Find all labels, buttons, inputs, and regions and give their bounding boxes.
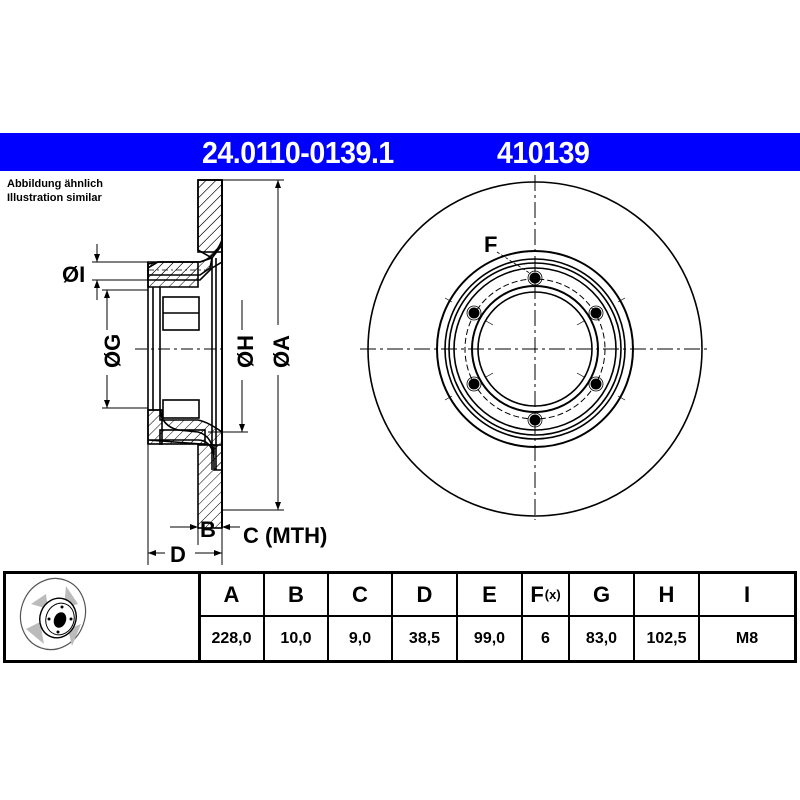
spec-table: A 228,0 B 10,0 C 9,0 D 38,5 E 99,0 F(x) … <box>3 571 797 663</box>
spec-column-B: B 10,0 <box>265 574 329 660</box>
short-part-number: 410139 <box>497 135 590 170</box>
part-number-banner: 24.0110-0139.1 410139 <box>0 133 800 171</box>
bolt-holes <box>466 270 604 428</box>
cross-section-view <box>92 179 284 565</box>
spec-value: 6 <box>541 629 550 647</box>
spec-header: H <box>635 574 698 617</box>
spec-column-I: I M8 <box>700 574 794 660</box>
spec-header: F(x) <box>523 574 568 617</box>
illustration-caption: Abbildung ähnlich Illustration similar <box>7 177 103 205</box>
brake-disc-thumbnail-icon <box>19 577 87 651</box>
label-dia-I: ØI <box>62 262 85 287</box>
label-dia-G: ØG <box>100 334 125 368</box>
spec-column-E: E 99,0 <box>458 574 523 660</box>
label-dia-H: ØH <box>233 335 258 368</box>
spec-column-F: F(x) 6 <box>523 574 570 660</box>
spec-value: 10,0 <box>280 629 312 647</box>
caption-german: Abbildung ähnlich <box>7 178 103 190</box>
part-number: 24.0110-0139.1 <box>202 135 394 170</box>
spec-column-H: H 102,5 <box>635 574 700 660</box>
spec-value: 102,5 <box>646 629 687 647</box>
label-B: B <box>200 517 216 542</box>
spec-value: 9,0 <box>348 629 372 647</box>
spec-header: G <box>570 574 633 617</box>
spec-value: 99,0 <box>473 629 506 647</box>
label-C-mth: C (MTH) <box>243 523 327 548</box>
bolt-hole-label-F: F <box>484 232 497 257</box>
spec-value: 38,5 <box>408 629 441 647</box>
caption-english: Illustration similar <box>7 192 102 204</box>
spec-value: 83,0 <box>585 629 618 647</box>
technical-drawing: ØI ØG ØH ØA B C (MTH) D <box>62 175 710 567</box>
spec-header: I <box>700 574 794 617</box>
spec-header: E <box>458 574 521 617</box>
thumbnail-cell <box>6 574 201 660</box>
label-D: D <box>170 542 186 567</box>
label-dia-A: ØA <box>269 335 294 368</box>
spec-header: D <box>393 574 456 617</box>
spec-column-A: A 228,0 <box>200 574 265 660</box>
spec-header-sub: (x) <box>544 587 561 602</box>
spec-header: C <box>329 574 391 617</box>
front-view <box>360 175 710 520</box>
spec-header: B <box>265 574 327 617</box>
spec-column-C: C 9,0 <box>329 574 393 660</box>
spec-header-label: F <box>530 581 544 607</box>
spec-header: A <box>200 574 263 617</box>
dimension-labels: ØI ØG ØH ØA B C (MTH) D <box>62 262 327 567</box>
spec-value: 228,0 <box>211 629 252 647</box>
spec-column-D: D 38,5 <box>393 574 458 660</box>
spec-value: M8 <box>735 629 759 647</box>
spec-column-G: G 83,0 <box>570 574 635 660</box>
